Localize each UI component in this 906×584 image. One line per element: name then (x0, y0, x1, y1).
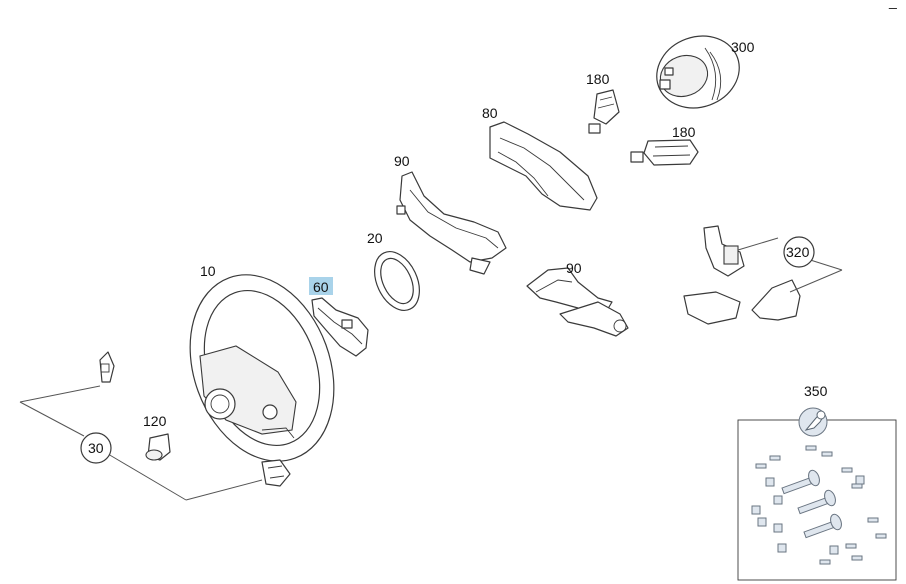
label-320: 320 (786, 244, 810, 260)
callout-circle-30 (80, 432, 112, 464)
label-10: 10 (200, 263, 216, 279)
leader-lines-30 (19, 385, 263, 501)
label-180-upper: 180 (586, 71, 610, 87)
part-120-cap[interactable] (145, 433, 171, 461)
label-350: 350 (804, 383, 828, 399)
label-60: 60 (313, 279, 329, 295)
part-30-small-fitting-upper[interactable] (99, 351, 115, 383)
part-20-ring[interactable] (366, 244, 428, 317)
callout-circle-320 (783, 236, 815, 268)
label-90-upper: 90 (394, 153, 410, 169)
label-120: 120 (143, 413, 167, 429)
part-90-trim-lower[interactable] (526, 267, 629, 337)
label-60-highlight (309, 277, 333, 295)
label-30: 30 (88, 440, 104, 456)
label-80: 80 (482, 105, 498, 121)
corner-mark: _ (888, 0, 897, 9)
part-80-trim-cover[interactable] (489, 121, 598, 211)
part-350-kit-frame (737, 419, 897, 581)
part-180-switch-upper[interactable] (588, 89, 620, 134)
part-320-paddle-group[interactable] (683, 225, 801, 325)
part-90-frame-upper[interactable] (396, 171, 507, 275)
part-350-kit-fasteners[interactable] (751, 445, 887, 565)
part-350-wrench-icon[interactable] (798, 407, 828, 437)
label-20: 20 (367, 230, 383, 246)
part-10-steering-wheel[interactable] (165, 255, 358, 482)
label-300: 300 (731, 39, 755, 55)
part-60-bracket[interactable] (311, 297, 369, 357)
label-180-lower: 180 (672, 124, 696, 140)
part-30-small-fitting-lower[interactable] (261, 459, 291, 487)
label-90-lower: 90 (566, 260, 582, 276)
part-300-airbag-module[interactable] (647, 25, 750, 120)
part-180-switch-lower[interactable] (630, 139, 699, 166)
